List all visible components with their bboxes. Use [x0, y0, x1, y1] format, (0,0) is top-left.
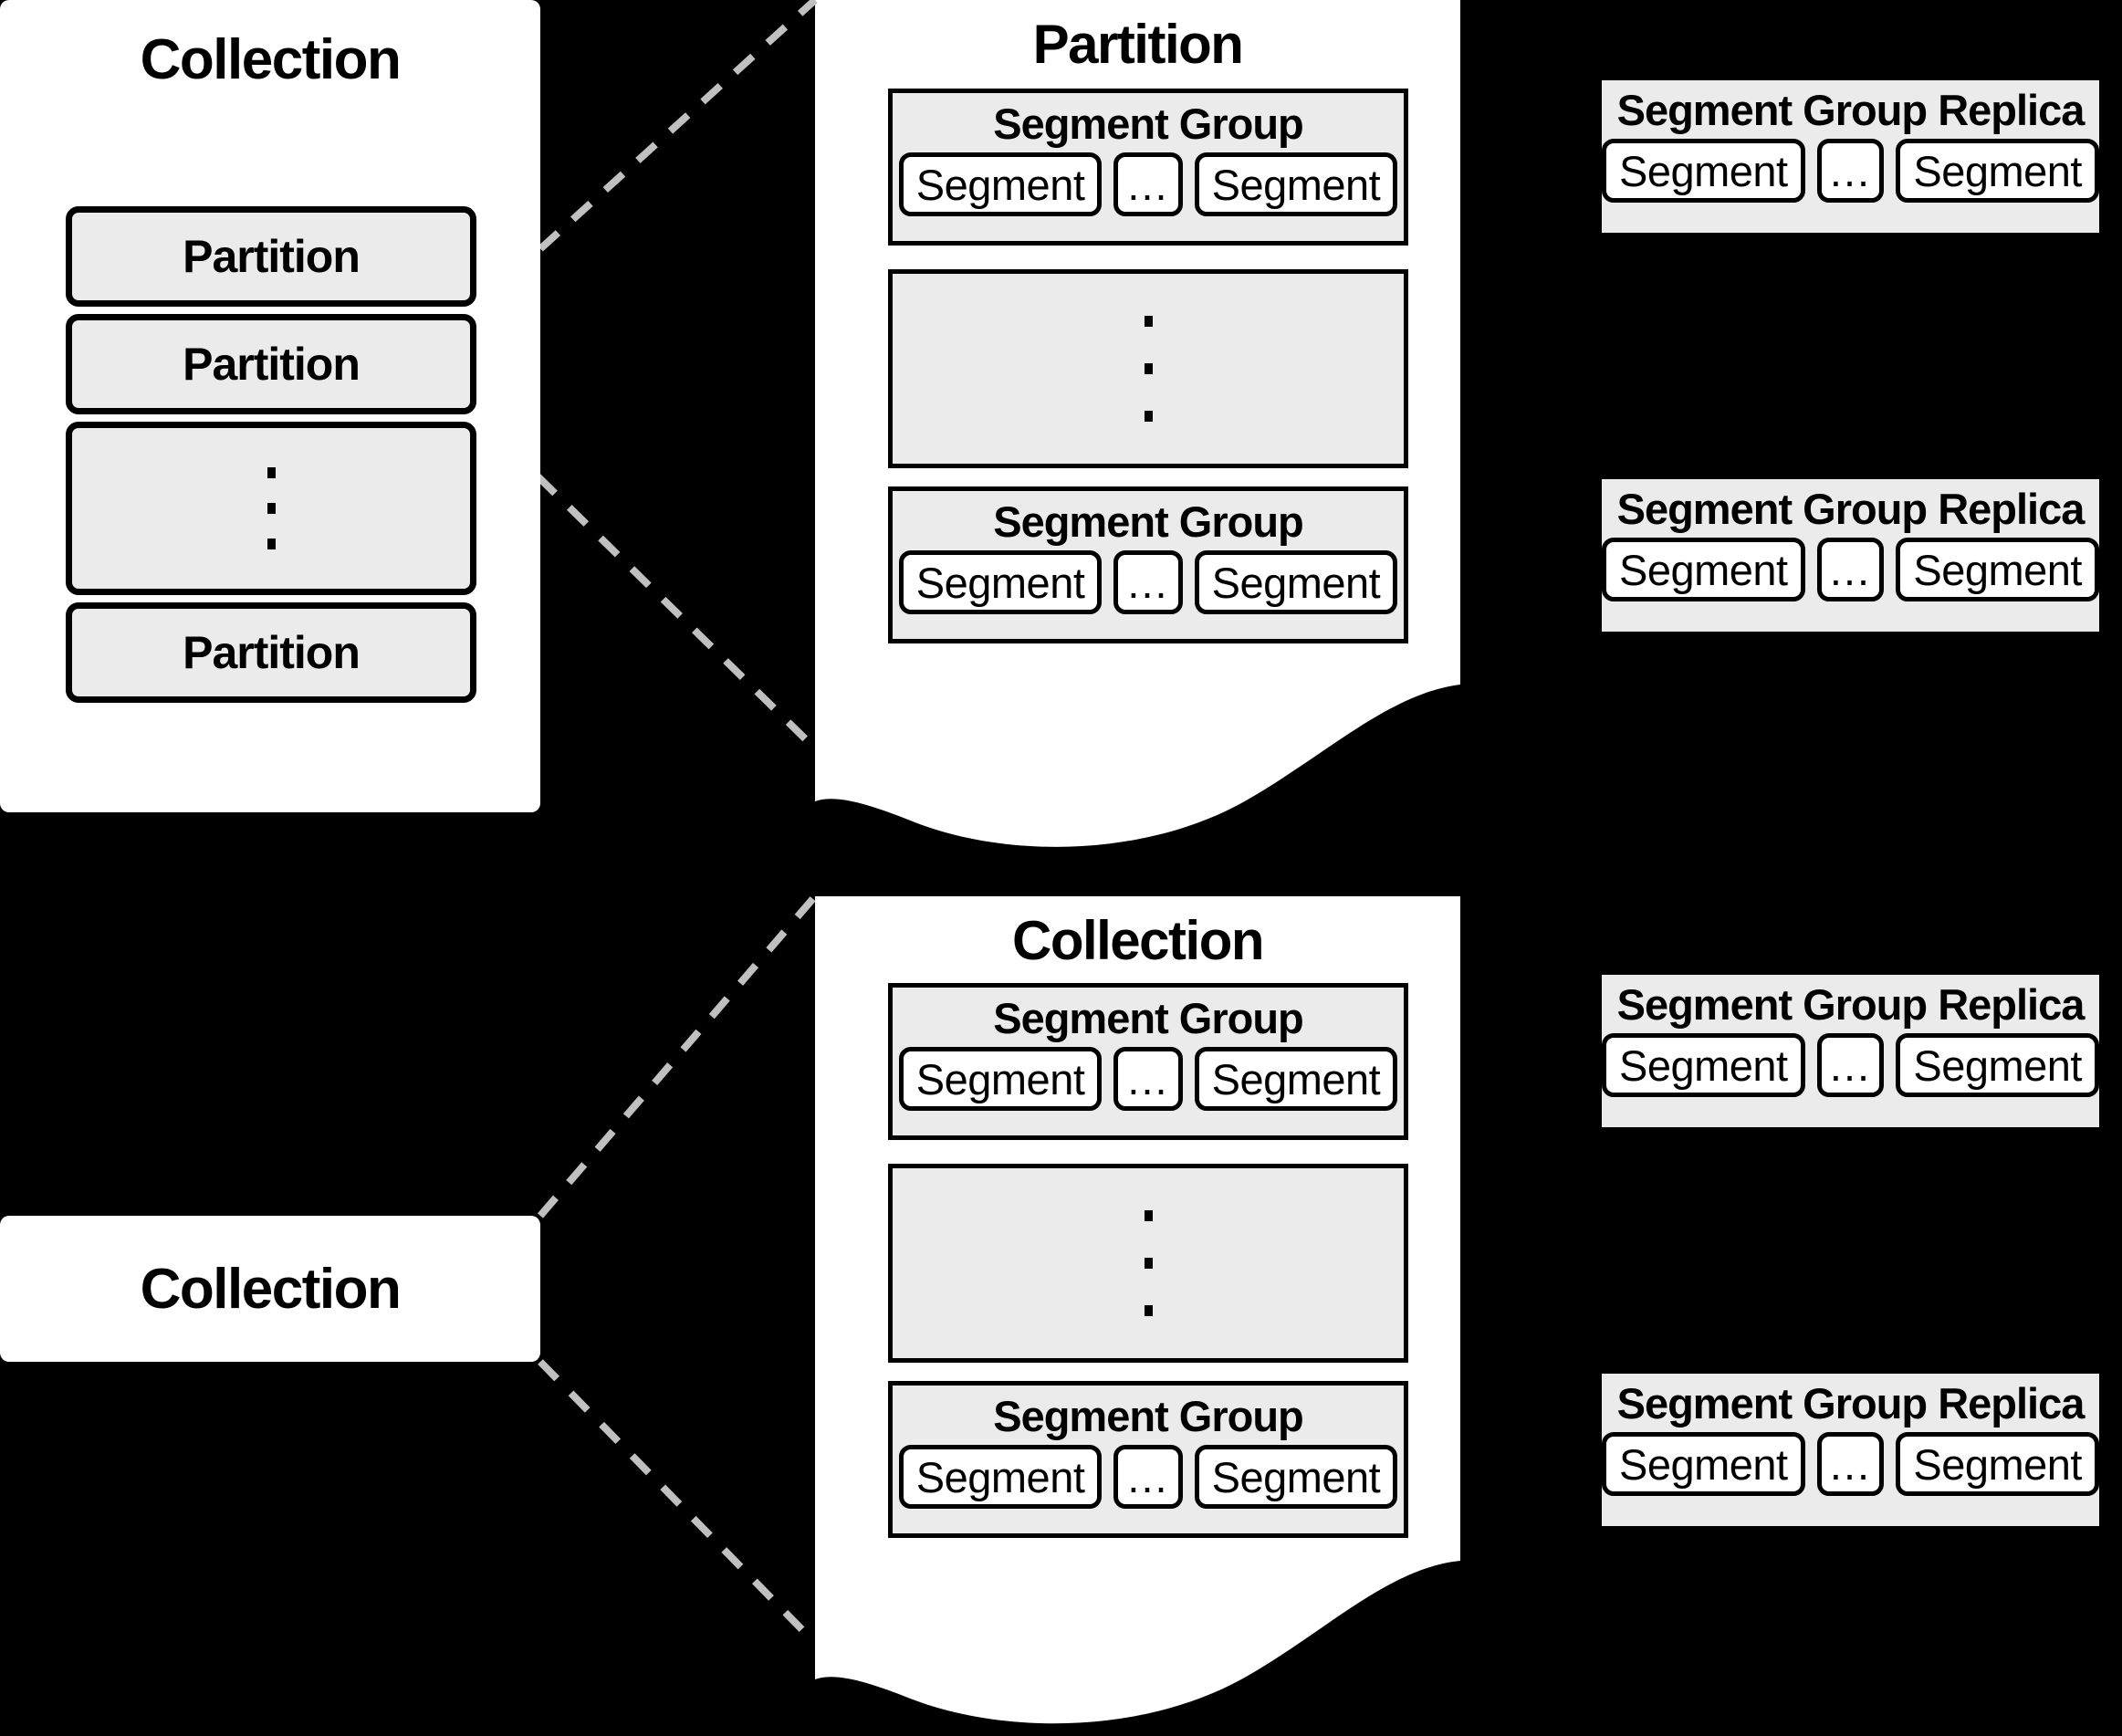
connector-collection-top — [537, 894, 819, 1218]
ellipsis-dot — [1144, 411, 1153, 422]
segment-box[interactable]: Segment — [1896, 1432, 2099, 1496]
segment-box[interactable]: Segment — [1602, 139, 1805, 203]
connector-partition-top — [473, 0, 818, 310]
connector-partition-bottom — [473, 413, 818, 751]
partition-segment-group-1[interactable]: Segment Group Segment ... Segment — [888, 89, 1408, 246]
segment-ellipsis-box: ... — [1113, 1047, 1183, 1111]
partition-item-label: Partition — [183, 231, 361, 282]
partition-item-2[interactable]: Partition — [66, 314, 476, 414]
partition-segment-group-ellipsis — [888, 269, 1408, 468]
segment-group-replica-title: Segment Group Replica — [1616, 980, 2085, 1029]
segment-ellipsis-box: ... — [1816, 1033, 1885, 1097]
segment-group-replica-title: Segment Group Replica — [1616, 86, 2085, 134]
segment-box[interactable]: Segment — [1602, 538, 1805, 601]
ellipsis-dot — [1144, 316, 1153, 327]
top-left-collection-box[interactable]: Collection Partition Partition Partition — [0, 0, 540, 812]
partition-item-1[interactable]: Partition — [66, 206, 476, 307]
bottom-left-collection-title: Collection — [140, 1257, 402, 1321]
segment-box[interactable]: Segment — [1602, 1432, 1805, 1496]
segment-list: Segment ... Segment — [1602, 1432, 2099, 1496]
collection-segment-group-1[interactable]: Segment Group Segment ... Segment — [888, 983, 1408, 1140]
segment-ellipsis-box: ... — [1113, 550, 1183, 614]
segment-box[interactable]: Segment — [1194, 1047, 1398, 1111]
segment-group-replica-1[interactable]: Segment Group Replica Segment ... Segmen… — [1602, 80, 2099, 233]
ellipsis-dot — [1144, 1258, 1153, 1269]
segment-list: Segment ... Segment — [893, 550, 1404, 614]
segment-box[interactable]: Segment — [1896, 1033, 2099, 1097]
segment-group-replica-title: Segment Group Replica — [1616, 485, 2085, 533]
segment-list: Segment ... Segment — [893, 1047, 1404, 1111]
ellipsis-dot — [267, 503, 276, 514]
collection-segment-group-2[interactable]: Segment Group Segment ... Segment — [888, 1381, 1408, 1538]
segment-box[interactable]: Segment — [898, 550, 1103, 614]
partition-item-ellipsis — [66, 422, 476, 595]
segment-box[interactable]: Segment — [1896, 538, 2099, 601]
segment-group-replica-2[interactable]: Segment Group Replica Segment ... Segmen… — [1602, 479, 2099, 632]
segment-ellipsis-box: ... — [1816, 139, 1885, 203]
segment-box[interactable]: Segment — [1896, 139, 2099, 203]
top-left-collection-title: Collection — [140, 28, 402, 91]
partition-segment-group-2[interactable]: Segment Group Segment ... Segment — [888, 486, 1408, 643]
partition-item-label: Partition — [183, 627, 361, 678]
segment-box[interactable]: Segment — [898, 152, 1103, 216]
segment-ellipsis-box: ... — [1113, 1445, 1183, 1509]
partition-item-3[interactable]: Partition — [66, 602, 476, 703]
segment-ellipsis-box: ... — [1816, 1432, 1885, 1496]
partition-item-label: Partition — [183, 339, 361, 390]
segment-list: Segment ... Segment — [1602, 139, 2099, 203]
ellipsis-dot — [1144, 363, 1153, 374]
segment-ellipsis-box: ... — [1816, 538, 1885, 601]
segment-list: Segment ... Segment — [1602, 538, 2099, 601]
segment-group-title: Segment Group — [993, 497, 1304, 546]
collection-segment-group-ellipsis — [888, 1164, 1408, 1363]
segment-box[interactable]: Segment — [898, 1047, 1103, 1111]
segment-box[interactable]: Segment — [1194, 152, 1398, 216]
segment-group-title: Segment Group — [993, 1392, 1304, 1440]
connector-collection-bottom — [538, 1359, 818, 1646]
bottom-left-collection-box[interactable]: Collection — [0, 1216, 540, 1362]
ellipsis-dot — [1144, 1305, 1153, 1316]
collection-panel-title: Collection — [1011, 910, 1265, 971]
partition-panel-title: Partition — [1032, 14, 1244, 75]
segment-group-title: Segment Group — [993, 994, 1304, 1042]
segment-group-replica-3[interactable]: Segment Group Replica Segment ... Segmen… — [1602, 975, 2099, 1127]
segment-group-replica-4[interactable]: Segment Group Replica Segment ... Segmen… — [1602, 1374, 2099, 1526]
ellipsis-dot — [267, 539, 276, 549]
segment-list: Segment ... Segment — [1602, 1033, 2099, 1097]
segment-box[interactable]: Segment — [1602, 1033, 1805, 1097]
segment-box[interactable]: Segment — [1194, 1445, 1398, 1509]
segment-box[interactable]: Segment — [898, 1445, 1103, 1509]
segment-box[interactable]: Segment — [1194, 550, 1398, 614]
ellipsis-dot — [1144, 1210, 1153, 1221]
segment-group-replica-title: Segment Group Replica — [1616, 1379, 2085, 1427]
segment-list: Segment ... Segment — [893, 1445, 1404, 1509]
segment-list: Segment ... Segment — [893, 152, 1404, 216]
segment-ellipsis-box: ... — [1113, 152, 1183, 216]
ellipsis-dot — [267, 467, 276, 478]
segment-group-title: Segment Group — [993, 99, 1304, 148]
